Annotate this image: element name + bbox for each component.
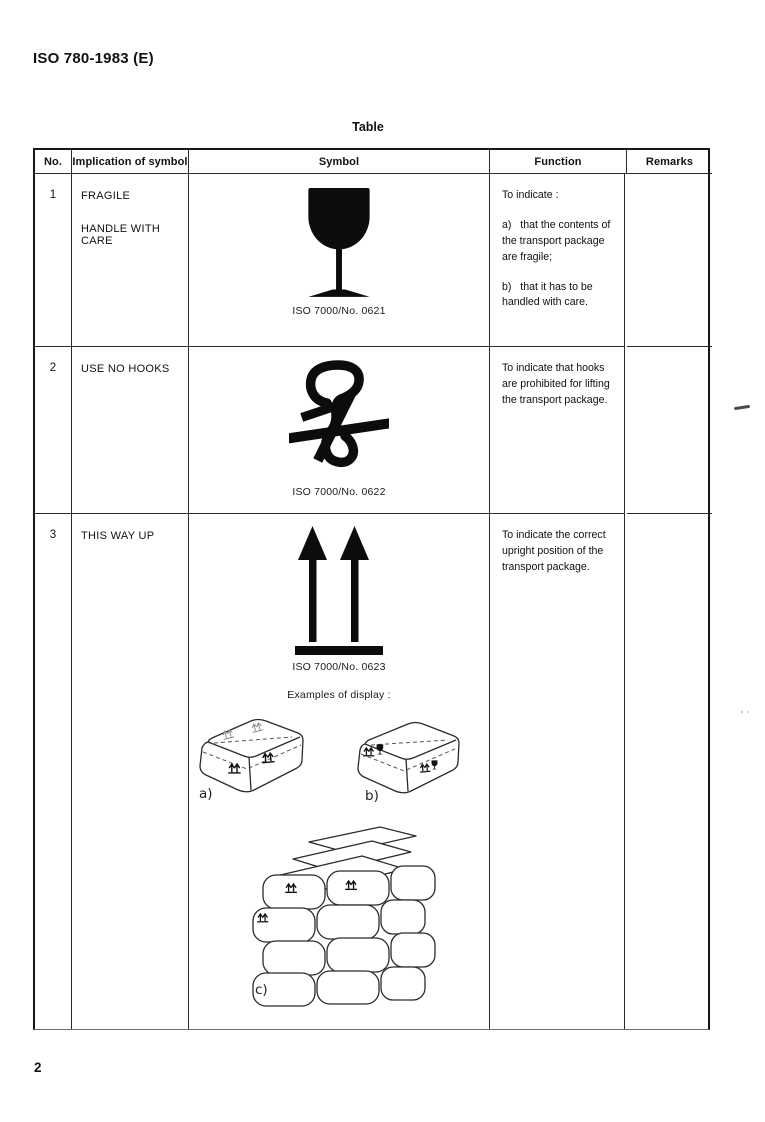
example-label-b: b) xyxy=(365,788,379,804)
example-label-a: a) xyxy=(199,786,213,802)
crossed-hook-symbol xyxy=(289,360,389,468)
row2-remarks xyxy=(627,347,712,514)
page-number: 2 xyxy=(34,1060,42,1075)
row1-implication-line1: FRAGILE xyxy=(81,190,131,202)
row2-function-text: To indicate that hooks are prohibited fo… xyxy=(502,362,613,406)
row1-function: To indicate : a) that the contents of th… xyxy=(490,174,625,347)
row1-function-item-b: b) that it has to be handled with care. xyxy=(502,280,596,309)
two-up-arrows-over-bar-symbol xyxy=(295,526,383,655)
row1-symbol-caption: ISO 7000/No. 0621 xyxy=(292,305,386,317)
row1-remarks xyxy=(627,174,712,347)
row2-implication-line1: USE NO HOOKS xyxy=(81,363,170,375)
row1-implication: FRAGILE HANDLE WITH CARE xyxy=(72,174,189,347)
row1-implication-line2: HANDLE WITH CARE xyxy=(81,223,161,247)
scan-artifact-dash xyxy=(733,404,751,410)
example-label-c: c) xyxy=(255,982,268,998)
row3-symbol-caption: ISO 7000/No. 0623 xyxy=(292,661,386,673)
row2-number: 2 xyxy=(35,347,72,514)
row3-number: 3 xyxy=(35,514,72,1029)
table-title: Table xyxy=(352,120,384,134)
header-symbol: Symbol xyxy=(189,150,490,174)
row2-symbol-caption: ISO 7000/No. 0622 xyxy=(292,486,386,498)
header-implication: Implication of symbol xyxy=(72,150,189,174)
row3-function-text: To indicate the correct upright position… xyxy=(502,529,609,573)
fragile-wine-glass-symbol xyxy=(308,188,370,297)
row2-function: To indicate that hooks are prohibited fo… xyxy=(490,347,625,514)
header-no: No. xyxy=(35,150,72,174)
header-remarks: Remarks xyxy=(627,150,712,174)
row1-function-item-a: a) that the contents of the transport pa… xyxy=(502,218,614,263)
example-box-b-drawing xyxy=(357,721,460,794)
header-function: Function xyxy=(490,150,627,174)
example-box-a-drawing xyxy=(199,718,304,793)
row1-symbol-cell: ISO 7000/No. 0621 xyxy=(189,174,490,347)
symbols-table: No. Implication of symbol Symbol Functio… xyxy=(33,148,712,1030)
scan-artifact-dots xyxy=(740,710,750,714)
row2-implication: USE NO HOOKS xyxy=(72,347,189,514)
row3-remarks xyxy=(627,514,712,1029)
document-reference: ISO 780-1983 (E) xyxy=(33,50,154,67)
row1-number: 1 xyxy=(35,174,72,347)
examples-heading: Examples of display : xyxy=(287,689,391,701)
row2-symbol-cell: ISO 7000/No. 0622 xyxy=(189,347,490,514)
example-stack-c-drawing xyxy=(252,826,436,1007)
row3-implication: THIS WAY UP xyxy=(72,514,189,1029)
row3-symbol-cell: ISO 7000/No. 0623 Examples of display : xyxy=(189,514,490,1029)
row3-implication-line1: THIS WAY UP xyxy=(81,530,155,542)
row3-function: To indicate the correct upright position… xyxy=(490,514,625,1029)
row1-function-intro: To indicate : xyxy=(502,189,559,201)
